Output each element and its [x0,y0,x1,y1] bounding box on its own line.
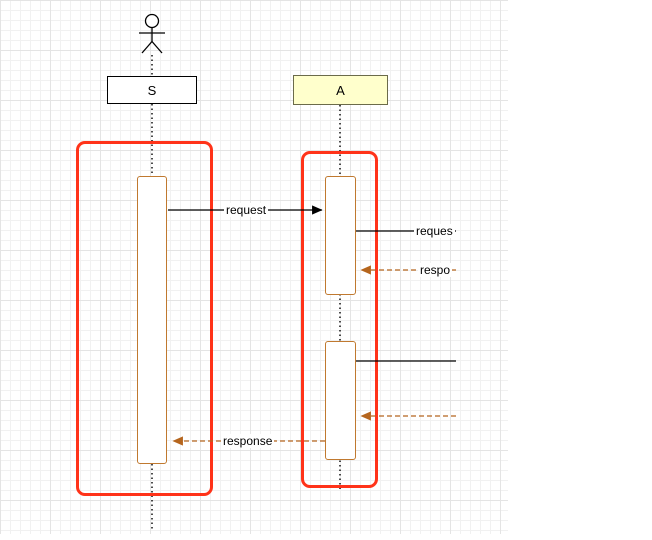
lifeline-a-label: A [336,82,345,98]
activation-a-1[interactable] [325,176,356,295]
lifeline-s-label: S [147,82,157,98]
highlight-frame-right[interactable] [301,151,378,488]
actor-figure[interactable] [139,13,165,54]
lifeline-a-box[interactable]: A [293,75,388,105]
highlight-frame-left[interactable] [76,141,213,496]
message-request-out-label[interactable]: reques [414,224,455,238]
message-response-in-label[interactable]: respo [418,263,453,277]
message-request-label[interactable]: request [224,203,269,217]
activation-a-2[interactable] [325,341,356,460]
activation-s[interactable] [137,176,167,464]
lifeline-s-box[interactable]: S [107,76,197,104]
message-response-label[interactable]: response [221,434,275,448]
